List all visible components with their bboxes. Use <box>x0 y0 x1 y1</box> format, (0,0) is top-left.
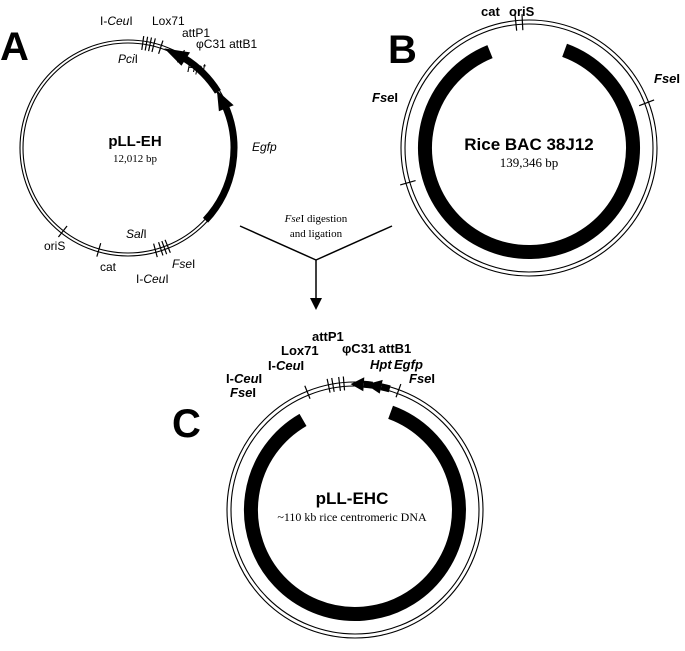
label-sal: SalI <box>126 227 147 241</box>
plasmid-c-site-ticks <box>304 376 402 399</box>
site-tick-b-0 <box>514 14 518 31</box>
plasmid-a-size: 12,012 bp <box>113 153 158 165</box>
site-tick-a-7 <box>161 240 168 255</box>
bac-insert-arc <box>418 43 640 259</box>
label-fse-c-right: FseI <box>409 371 435 386</box>
plasmid-b-name: Rice BAC 38J12 <box>464 135 593 154</box>
site-tick-a-10 <box>96 242 102 257</box>
label-c31-attb1-c: φC31 attB1 <box>342 341 411 356</box>
process-text-line2: and ligation <box>290 228 343 240</box>
site-tick-a-1 <box>144 36 149 51</box>
panel-a: A pLL-EH 12,012 bp I-CeuI Lox71 attP1 φC… <box>0 14 277 286</box>
label-fse-a: FseI <box>172 257 195 271</box>
panel-a-letter: A <box>0 25 29 69</box>
label-egfp: Egfp <box>252 140 277 154</box>
label-fse-b-left: FseI <box>372 90 398 105</box>
label-attp1: attP1 <box>182 26 210 40</box>
label-attp1-c: attP1 <box>312 329 344 344</box>
site-tick-c-4 <box>395 383 402 398</box>
site-tick-c-3 <box>342 376 346 391</box>
label-lox71-c: Lox71 <box>281 343 319 358</box>
site-tick-b-3 <box>400 179 416 186</box>
label-fse-c-left: FseI <box>230 385 256 400</box>
label-fse-b-right: FseI <box>654 71 680 86</box>
label-oris-b: oriS <box>509 4 535 19</box>
label-pci: PciI <box>118 52 138 66</box>
plasmid-b-size: 139,346 bp <box>500 155 559 170</box>
site-tick-a-4 <box>158 40 164 55</box>
site-tick-a-5 <box>176 49 186 63</box>
plasmid-b-inner-ring <box>404 23 654 273</box>
label-iceu-inner-c: I-CeuI <box>268 358 304 373</box>
egfp-gene-arc-c <box>380 383 391 393</box>
label-cat-b: cat <box>481 4 500 19</box>
centromeric-insert-arc <box>243 405 466 621</box>
plasmid-a-site-ticks <box>57 36 186 258</box>
egfp-arrowhead-c <box>366 379 383 394</box>
site-tick-a-2 <box>147 37 153 52</box>
site-tick-b-2 <box>638 99 655 107</box>
plasmid-c-size: ~110 kb rice centromeric DNA <box>277 510 427 524</box>
egfp-arrowhead <box>216 90 234 112</box>
label-iceu-bottom: I-CeuI <box>136 272 169 286</box>
panel-b: B Rice BAC 38J12 139,346 bp cat oriS Fse… <box>372 4 680 277</box>
label-cat-a: cat <box>100 260 117 274</box>
label-hpt-c: Hpt <box>370 357 392 372</box>
panel-c-letter: C <box>172 402 201 446</box>
panel-b-letter: B <box>388 28 417 72</box>
process-right-line <box>315 225 393 261</box>
process-left-line <box>239 225 317 261</box>
ligation-process: FseI digestion and ligation <box>239 213 393 310</box>
site-tick-a-11 <box>57 225 68 238</box>
site-tick-a-0 <box>141 36 145 51</box>
site-tick-c-0 <box>326 378 331 393</box>
label-iceu-outer-c: I-CeuI <box>226 371 262 386</box>
egfp-gene-arc <box>202 103 238 223</box>
site-tick-a-3 <box>151 38 156 53</box>
plasmid-b-outer-ring <box>400 19 658 277</box>
plasmid-a-name: pLL-EH <box>108 133 161 150</box>
site-tick-c-2 <box>338 376 341 391</box>
plasmid-c-name: pLL-EHC <box>316 489 389 508</box>
label-lox71: Lox71 <box>152 14 185 28</box>
site-tick-a-9 <box>153 243 158 258</box>
label-hpt: Hpt <box>187 61 206 75</box>
process-arrowhead <box>310 298 322 310</box>
label-egfp-c: Egfp <box>394 357 423 372</box>
panel-c: C pLL-EHC ~110 kb rice centromeric DNA a… <box>172 329 484 639</box>
label-iceu-top: I-CeuI <box>100 14 133 28</box>
site-tick-c-5 <box>304 385 311 399</box>
site-tick-a-6 <box>164 239 171 253</box>
hpt-arrowhead-c <box>350 377 365 392</box>
label-c31-attb1: φC31 attB1 <box>196 37 257 51</box>
label-oris-a: oriS <box>44 239 65 253</box>
process-text-line1: FseI digestion <box>284 213 348 225</box>
plasmid-b-site-ticks <box>400 14 655 186</box>
site-tick-a-8 <box>158 241 164 256</box>
site-tick-b-1 <box>521 14 524 31</box>
hpt-gene-arc <box>182 55 221 94</box>
site-tick-c-1 <box>331 377 335 392</box>
